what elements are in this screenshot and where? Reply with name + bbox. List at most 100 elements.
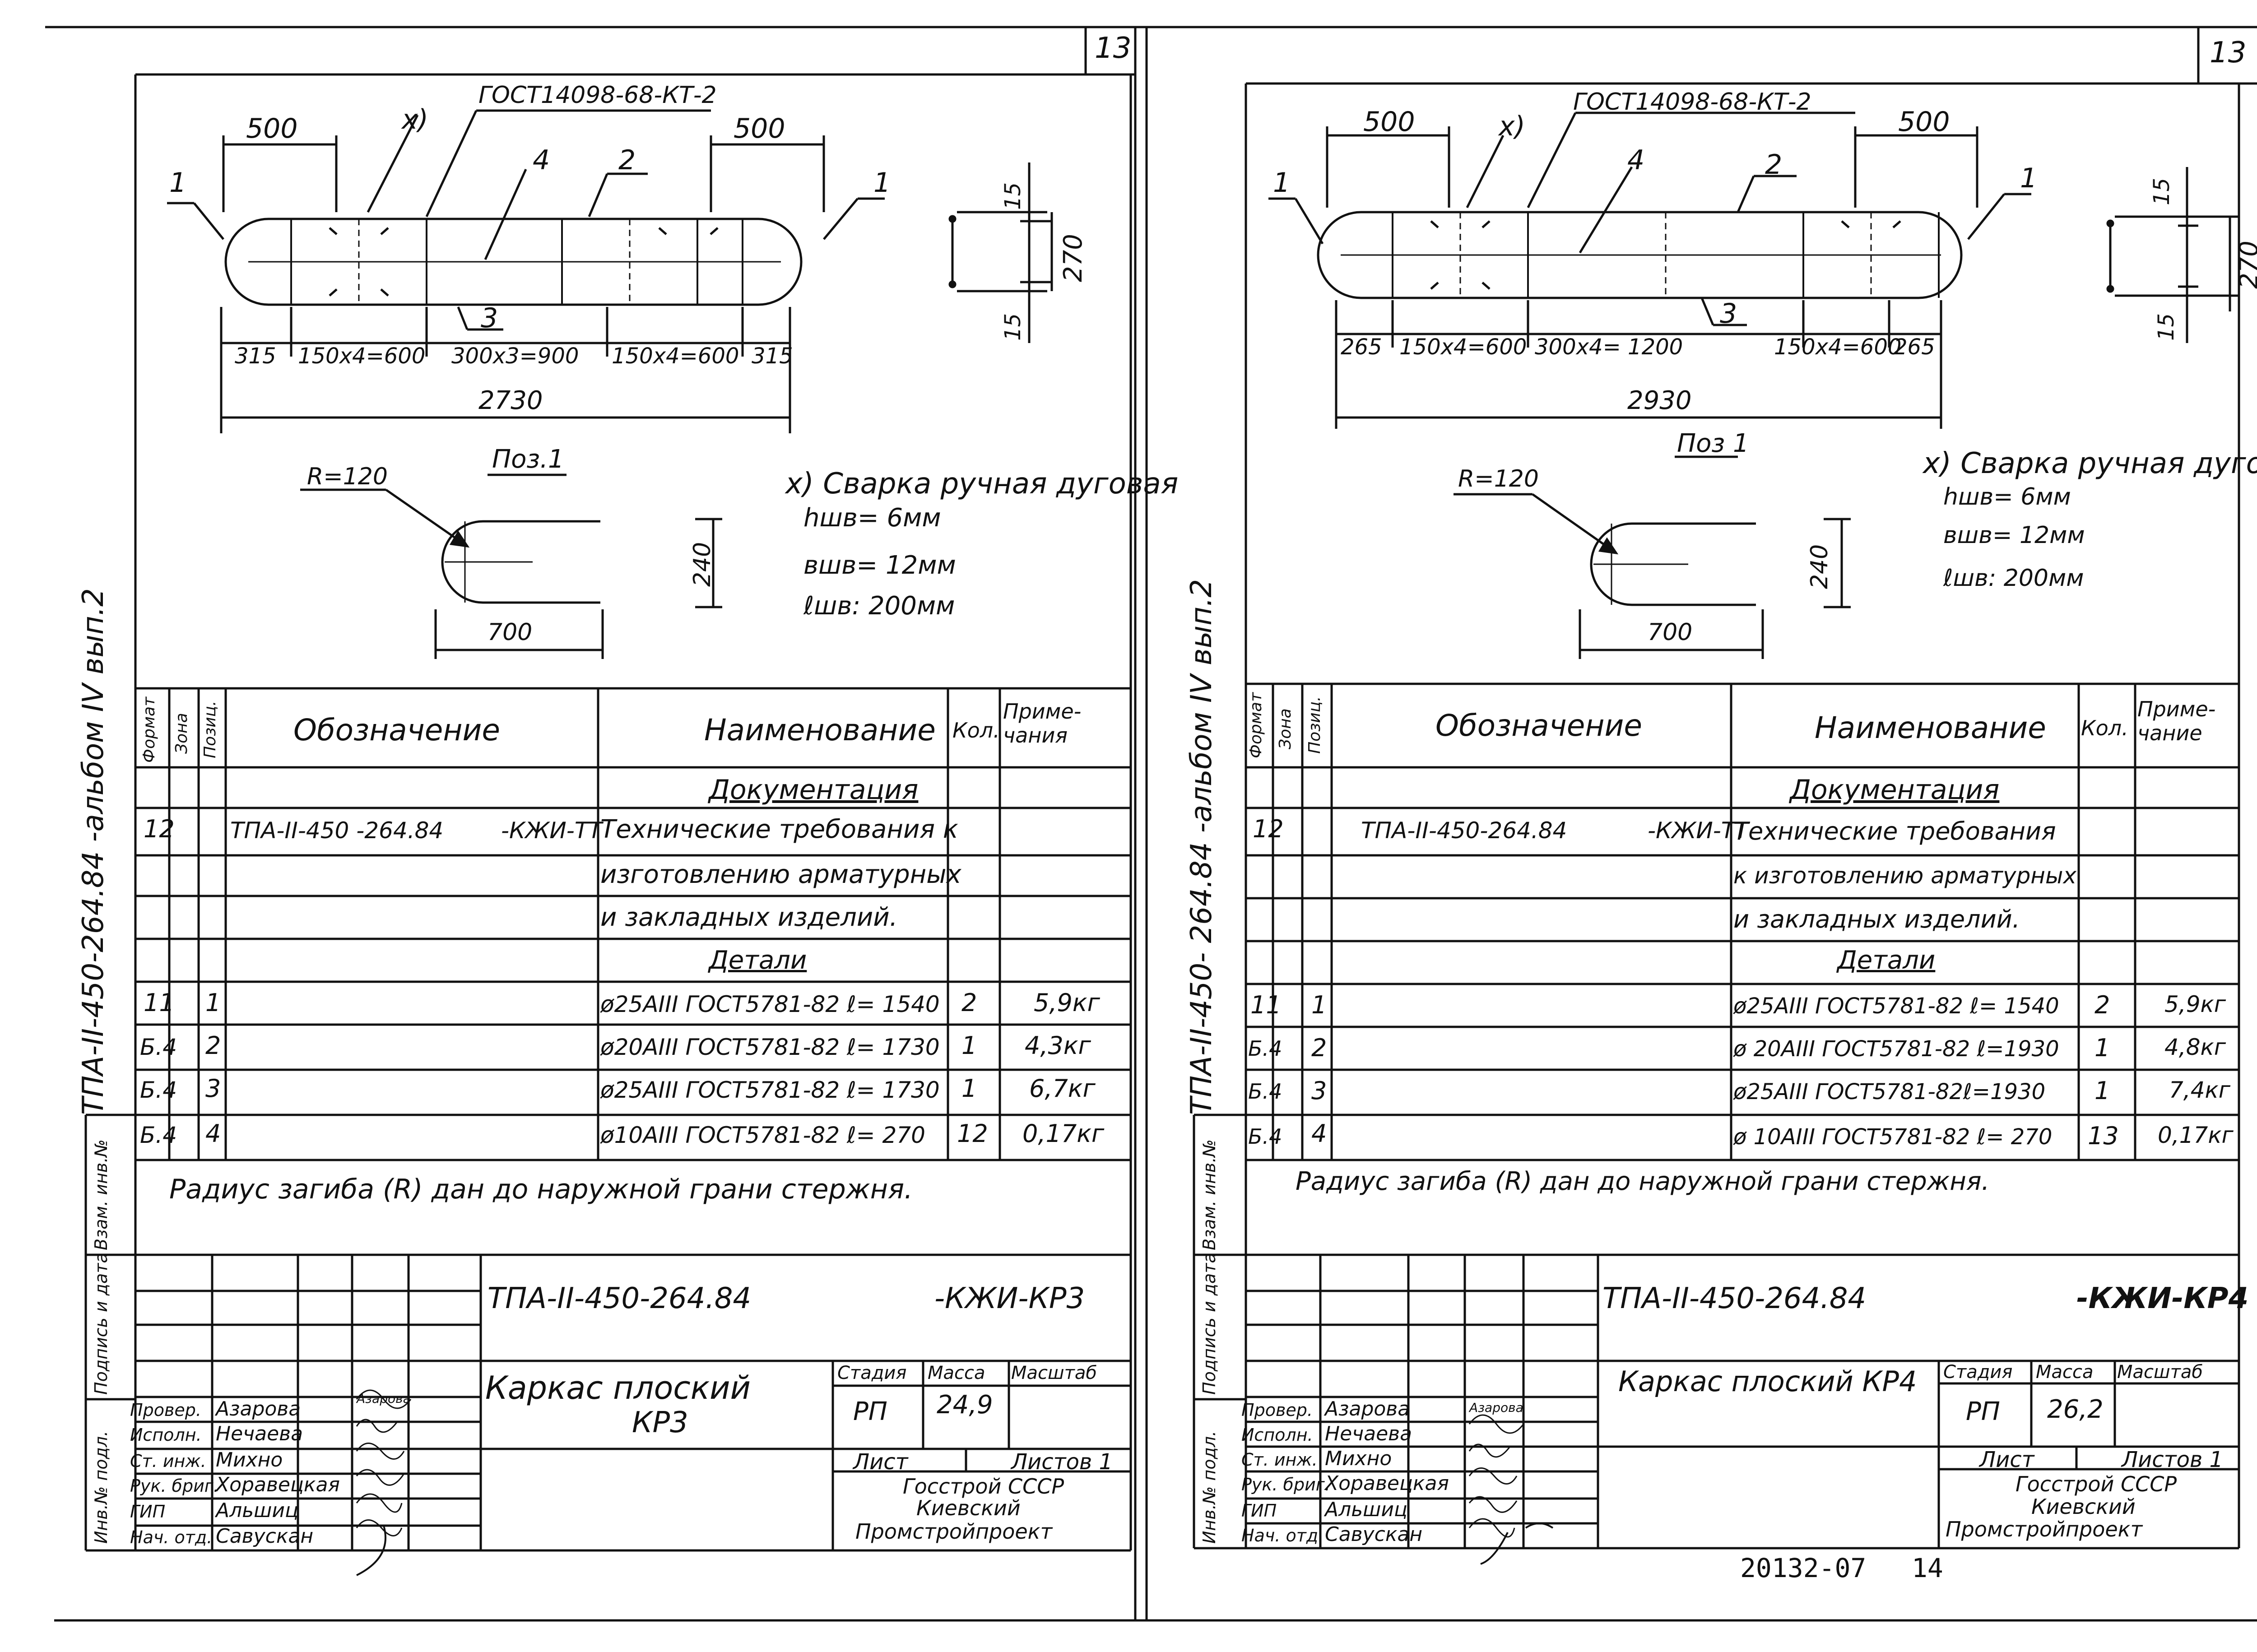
callout-4: 4 (1627, 144, 1645, 176)
tb-role-3: Ст. инж. (1241, 1450, 1318, 1470)
tb-org-1: Госстрой СССР (2016, 1472, 2177, 1496)
row-3-pos: 3 (1311, 1077, 1327, 1105)
row-4-name: ø 10АIII ГОСТ5781-82 ℓ= 270 (1733, 1124, 2053, 1150)
callout-1-left: 1 (1273, 167, 1291, 199)
row-2-pos: 2 (205, 1031, 221, 1060)
tb-code: -КЖИ-КР3 (934, 1282, 1085, 1315)
tb-name-6: Савускан (1325, 1523, 1423, 1546)
doc-designation: ТПА-II-450 -264.84 (230, 817, 444, 844)
tb-mass: 24,9 (937, 1390, 993, 1420)
tb-mass-label: Масса (928, 1363, 985, 1383)
weld-note-line-2: вшв= 12мм (803, 551, 956, 580)
row-2-format: Б.4 (140, 1034, 177, 1060)
callout-3: 3 (1720, 298, 1737, 329)
tb-role-4: Рук. бриг. (130, 1476, 219, 1496)
weld-note-title: x) Сварка ручная дуговая (1923, 447, 2257, 480)
row-2-name: ø 20АIII ГОСТ5781-82 ℓ=1930 (1733, 1036, 2059, 1062)
section-dim-height: 270 (1059, 234, 1088, 282)
drawing-sheet-left: 13 500 500 x) ГОСТ14098-68-КТ-2 1 4 2 1 … (45, 26, 1178, 1622)
doc-line-2: изготовлению арматурных (600, 860, 961, 889)
tb-stage-label: Стадия (1943, 1362, 2013, 1383)
gost-label: ГОСТ14098-68-КТ-2 (478, 82, 717, 109)
tb-role-5: ГИП (1241, 1501, 1277, 1521)
dim-bottom-5: 265 (1894, 334, 1935, 360)
tb-name-5: Альшиц (1325, 1498, 1407, 1521)
weld-note-line-3: ℓшв: 200мм (1943, 565, 2084, 592)
tb-scale-label: Масштаб (2117, 1362, 2203, 1383)
side-field-inv: Инв.№ подл. (91, 1430, 111, 1544)
callout-3: 3 (481, 302, 498, 334)
tb-role-6: Нач. отд. (130, 1527, 213, 1547)
tb-title-1: Каркас плоский (485, 1369, 751, 1406)
callout-2: 2 (618, 144, 636, 176)
position-label: Поз.1 (492, 445, 564, 474)
doc-code: -КЖИ-ТТ (1648, 817, 1749, 844)
tb-role-1: Провер. (130, 1400, 201, 1420)
tb-org-2: Киевский (916, 1496, 1021, 1520)
dim-top-right: 500 (734, 113, 785, 144)
row-2-note: 4,3кг (1025, 1031, 1091, 1060)
weld-mark: x) (402, 104, 428, 135)
header-format: Формат (1247, 692, 1265, 758)
doc-code: -КЖИ-ТТ (501, 817, 602, 844)
tb-role-3: Ст. инж. (130, 1451, 206, 1471)
tb-role-2: Исполн. (1241, 1425, 1313, 1445)
row-2-qty: 1 (2094, 1034, 2110, 1062)
row-1-name: ø25АIII ГОСТ5781-82 ℓ= 1540 (600, 991, 940, 1017)
side-field-replace: Взам. инв.№ (91, 1139, 111, 1250)
archive-page: 14 (1912, 1553, 1943, 1583)
tb-name-5: Альшиц (216, 1499, 298, 1522)
tb-sheets-label: Листов 1 (1011, 1449, 1113, 1475)
tb-signature-1: Азарова (357, 1391, 411, 1406)
dim-bottom-4: 150x4=600 (1774, 334, 1902, 360)
dim-top-right: 500 (1898, 106, 1950, 138)
sheet-linework (1138, 26, 2257, 1622)
header-zone: Зона (172, 713, 191, 754)
section-dim-bottom: 15 (1000, 313, 1026, 341)
dim-bottom-3: 300x4= 1200 (1535, 334, 1683, 360)
callout-1-left: 1 (169, 167, 187, 199)
hook-height: 240 (689, 542, 716, 587)
row-2-format: Б.4 (1248, 1036, 1282, 1061)
doc-format: 12 (1253, 815, 1284, 843)
total-length: 2730 (478, 386, 543, 415)
row-4-qty: 12 (957, 1119, 988, 1148)
dim-bottom-2: 150x4=600 (298, 343, 426, 369)
doc-line-1: Технические требования к (600, 815, 958, 844)
section-docs: Документация (709, 774, 919, 806)
header-note: Приме-чания (1003, 699, 1082, 747)
row-3-qty: 1 (961, 1074, 977, 1103)
doc-line-2: к изготовлению арматурных (1733, 863, 2077, 889)
dim-bottom-5: 315 (752, 343, 793, 369)
row-4-name: ø10АIII ГОСТ5781-82 ℓ= 270 (600, 1122, 925, 1148)
row-1-pos: 1 (205, 988, 221, 1017)
section-dim-top: 15 (2149, 177, 2174, 205)
tb-title-1: Каркас плоский КР4 (1618, 1365, 1917, 1398)
row-4-pos: 4 (1311, 1119, 1327, 1148)
tb-mass-label: Масса (2036, 1362, 2094, 1383)
tb-scale-label: Масштаб (1011, 1363, 1097, 1383)
section-dim-top: 15 (1000, 182, 1026, 210)
doc-line-1: Технические требования (1733, 817, 2056, 845)
tb-role-1: Провер. (1241, 1400, 1313, 1420)
gost-label: ГОСТ14098-68-КТ-2 (1573, 88, 1811, 116)
tb-name-4: Хоравецкая (1325, 1472, 1449, 1495)
tb-stage: РП (1966, 1397, 2000, 1426)
tb-role-5: ГИП (130, 1502, 166, 1522)
side-field-sign: Подпись и дата (1199, 1253, 1219, 1395)
header-designation: Обозначение (1435, 708, 1642, 743)
callout-1-right: 1 (873, 167, 891, 199)
dim-bottom-2: 150x4=600 (1399, 334, 1527, 360)
dim-top-left: 500 (1363, 106, 1415, 138)
drawing-sheet-right: 13 500 500 x) ГОСТ14098-68-КТ-2 1 4 2 1 … (1138, 0, 2257, 1652)
dim-bottom-1: 265 (1341, 334, 1382, 360)
tb-name-2: Нечаева (1325, 1422, 1412, 1445)
tb-title-2: КР3 (632, 1406, 688, 1439)
position-label: Поз 1 (1677, 429, 1749, 458)
tb-role-6: Нач. отд. (1241, 1526, 1324, 1545)
row-3-format: Б.4 (1248, 1079, 1282, 1104)
tb-role-4: Рук. бриг. (1241, 1475, 1330, 1494)
weld-note-title: x) Сварка ручная дуговая (785, 467, 1179, 501)
row-1-qty: 2 (2094, 991, 2110, 1019)
row-1-format: 11 (144, 988, 175, 1017)
